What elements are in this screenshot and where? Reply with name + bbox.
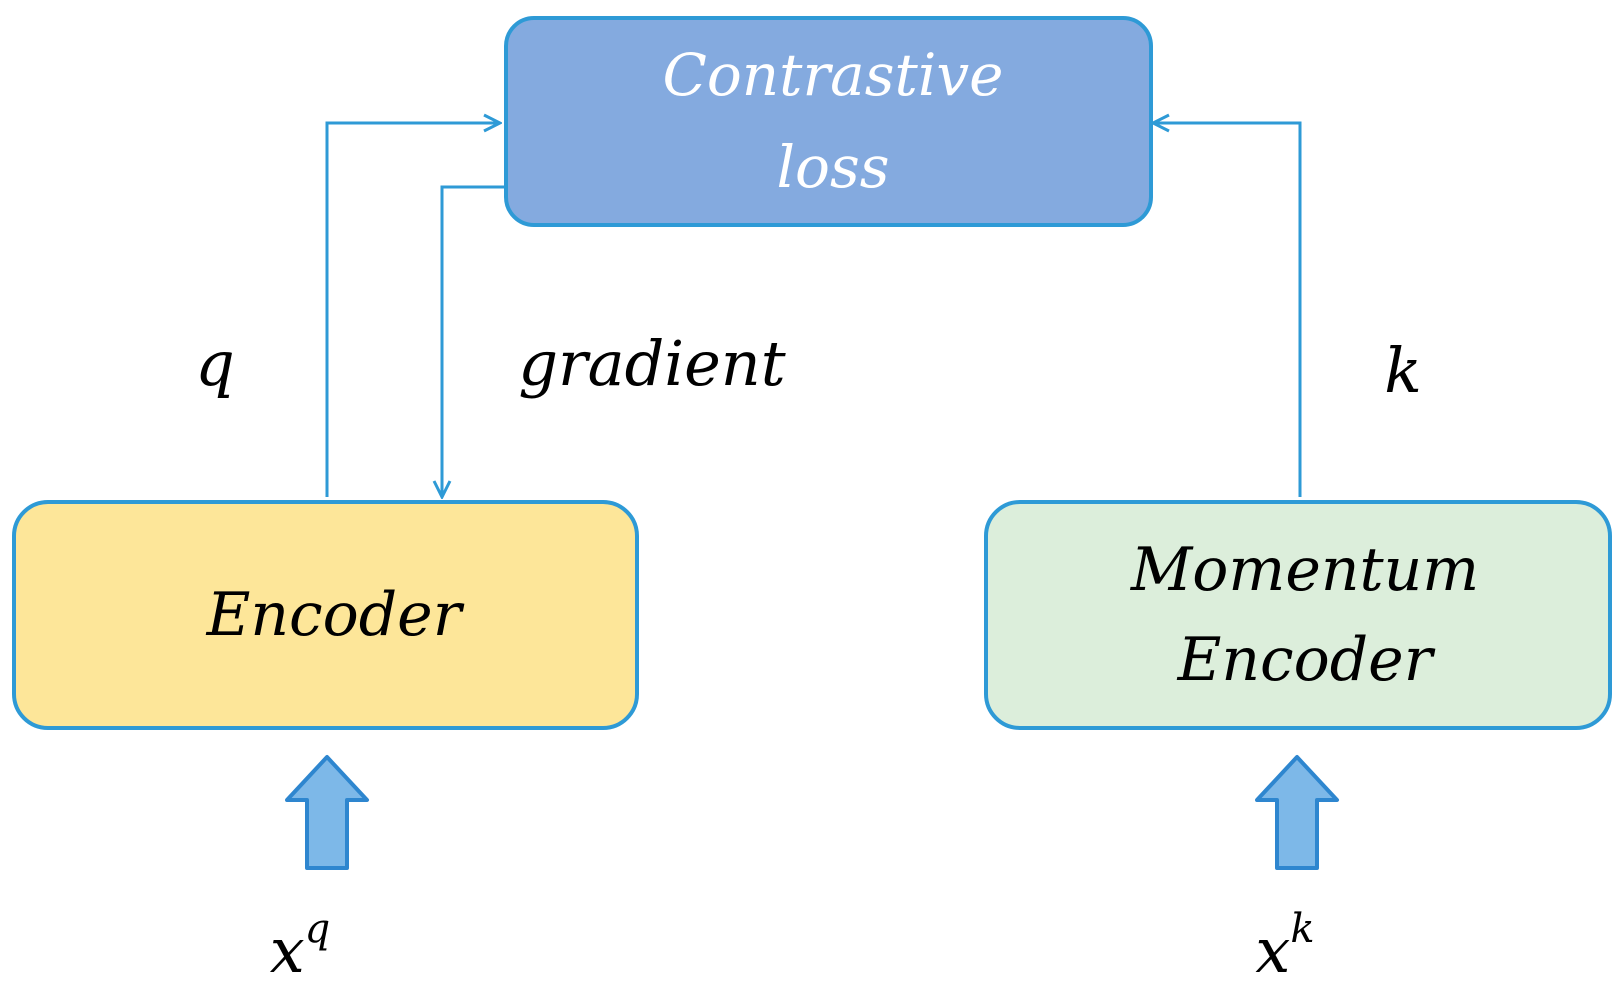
gradient-edge [442, 185, 506, 497]
input-xq-label: xq [270, 906, 331, 987]
q-edge [325, 123, 500, 497]
contrastive-loss-line1: Contrastive [663, 41, 1004, 109]
momentum-encoder-line2: Encoder [1177, 625, 1436, 695]
momentum-encoder-line1: Momentum [1130, 535, 1479, 605]
input-xq-base: x [270, 914, 305, 987]
encoder-node: Encoder [12, 500, 639, 730]
input-xq-sup: q [305, 906, 331, 952]
q-label: q [195, 327, 235, 400]
k-label: k [1384, 334, 1422, 407]
gradient-label: gradient [518, 327, 785, 400]
input-arrow-right [1255, 755, 1339, 870]
contrastive-loss-node: Contrastive loss [504, 16, 1153, 227]
input-xk-label: xk [1255, 906, 1314, 987]
input-arrow-left [285, 755, 369, 870]
input-xk-base: x [1255, 914, 1290, 987]
input-xk-sup: k [1290, 906, 1314, 952]
encoder-label: Encoder [206, 580, 465, 650]
momentum-encoder-node: Momentum Encoder [984, 500, 1612, 730]
contrastive-loss-line2: loss [777, 133, 890, 201]
k-edge [1153, 123, 1302, 497]
